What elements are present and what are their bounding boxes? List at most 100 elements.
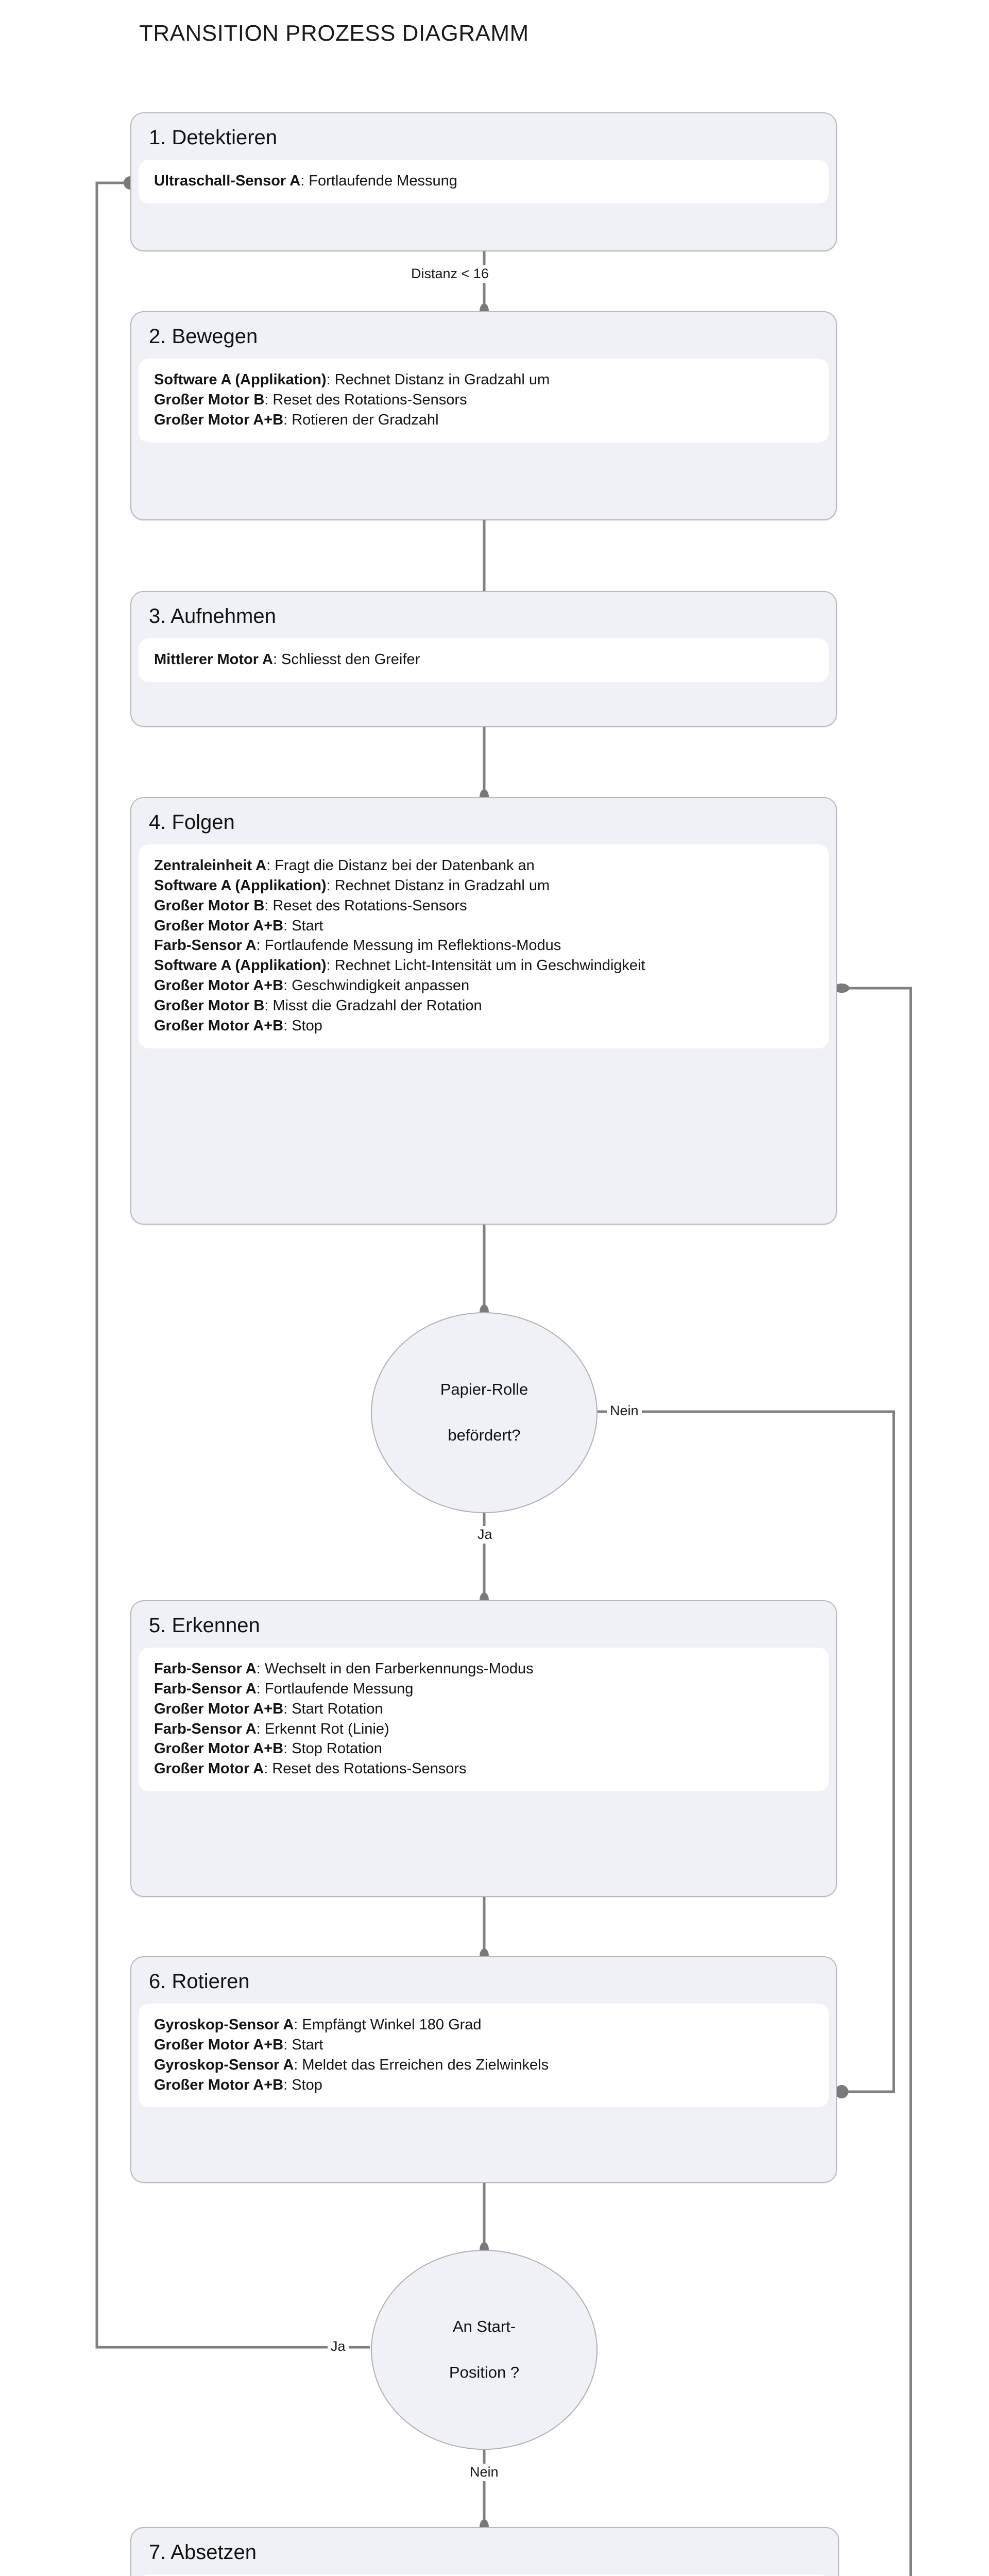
line-actor: Gyroskop-Sensor A	[154, 2016, 294, 2033]
decision-label: An Start- Position ?	[431, 2315, 538, 2385]
edge-label-decision1-nein: Nein	[607, 1402, 642, 1420]
line-action: : Rotieren der Gradzahl	[283, 411, 439, 428]
line-action: : Empfängt Winkel 180 Grad	[294, 2016, 482, 2033]
line-actor: Großer Motor B	[154, 897, 265, 914]
node-step-1[interactable]: 1. Detektieren Ultraschall-Sensor A: For…	[130, 112, 837, 251]
line-actor: Farb-Sensor A	[154, 937, 257, 954]
node-line: Ultraschall-Sensor A: Fortlaufende Messu…	[154, 171, 813, 191]
node-body: Farb-Sensor A: Wechselt in den Farberken…	[139, 1648, 829, 1792]
node-step-4[interactable]: 4. Folgen Zentraleinheit A: Fragt die Di…	[130, 797, 837, 1225]
line-action: : Rechnet Licht-Intensität um in Geschwi…	[326, 957, 645, 974]
node-line: Farb-Sensor A: Erkennt Rot (Linie)	[154, 1719, 813, 1739]
line-actor: Großer Motor A+B	[154, 1740, 284, 1757]
line-action: : Start	[283, 2036, 323, 2053]
node-step-2[interactable]: 2. Bewegen Software A (Applikation): Rec…	[130, 311, 837, 520]
node-line: Großer Motor B: Misst die Gradzahl der R…	[154, 996, 813, 1016]
decision-label-line2: Position ?	[449, 2363, 520, 2382]
node-title: 6. Rotieren	[149, 1970, 250, 1993]
line-action: : Misst die Gradzahl der Rotation	[264, 997, 482, 1014]
line-action: : Reset des Rotations-Sensors	[264, 897, 467, 914]
node-line: Großer Motor A+B: Geschwindigkeit anpass…	[154, 976, 813, 996]
decision-an-start-position[interactable]: An Start- Position ?	[371, 2250, 598, 2450]
node-line: Großer Motor A+B: Start Rotation	[154, 1699, 813, 1719]
node-body: Gyroskop-Sensor A: Empfängt Winkel 180 G…	[139, 2004, 829, 2108]
line-actor: Großer Motor A+B	[154, 2036, 284, 2053]
line-actor: Großer Motor A+B	[154, 2076, 284, 2093]
line-actor: Großer Motor A+B	[154, 1017, 284, 1034]
node-line: Farb-Sensor A: Wechselt in den Farberken…	[154, 1659, 813, 1679]
decision-label-line1: Papier-Rolle	[440, 1380, 528, 1398]
line-action: : Stop	[283, 2076, 322, 2093]
line-actor: Großer Motor B	[154, 391, 265, 408]
line-actor: Großer Motor A	[154, 1760, 264, 1777]
line-actor: Software A (Applikation)	[154, 957, 327, 974]
line-actor: Farb-Sensor A	[154, 1680, 257, 1697]
node-line: Großer Motor A+B: Start	[154, 916, 813, 936]
line-actor: Großer Motor A+B	[154, 917, 284, 934]
node-line: Software A (Applikation): Rechnet Distan…	[154, 876, 813, 896]
decision-label-line2: befördert?	[448, 1426, 521, 1445]
node-line: Gyroskop-Sensor A: Meldet das Erreichen …	[154, 2055, 813, 2075]
line-actor: Farb-Sensor A	[154, 1660, 257, 1677]
edge-label-decision2-ja: Ja	[328, 2338, 349, 2355]
line-actor: Farb-Sensor A	[154, 1720, 257, 1737]
line-actor: Mittlerer Motor A	[154, 651, 273, 668]
node-line: Großer Motor B: Reset des Rotations-Sens…	[154, 896, 813, 916]
line-action: : Fortlaufende Messung	[256, 1680, 414, 1697]
edge-label-decision2-nein: Nein	[467, 2464, 502, 2481]
decision-papier-rolle[interactable]: Papier-Rolle befördert?	[371, 1312, 598, 1513]
node-line: Großer Motor A+B: Stop	[154, 1016, 813, 1036]
decision-label: Papier-Rolle befördert?	[422, 1378, 547, 1448]
line-action: : Rechnet Distanz in Gradzahl um	[326, 371, 550, 388]
page-title: TRANSITION PROZESS DIAGRAMM	[139, 21, 529, 46]
line-action: : Stop Rotation	[283, 1740, 382, 1757]
node-line: Farb-Sensor A: Fortlaufende Messung im R…	[154, 936, 813, 956]
node-step-6[interactable]: 6. Rotieren Gyroskop-Sensor A: Empfängt …	[130, 1956, 837, 2183]
node-body: Mittlerer Motor A: Schliesst den Greifer	[139, 638, 829, 682]
node-line: Farb-Sensor A: Fortlaufende Messung	[154, 1679, 813, 1699]
node-title: 5. Erkennen	[149, 1614, 260, 1637]
node-title: 2. Bewegen	[149, 325, 258, 348]
edge-step7-step4-loop	[845, 987, 912, 2576]
line-action: : Meldet das Erreichen des Zielwinkels	[294, 2056, 549, 2073]
line-action: : Schliesst den Greifer	[272, 651, 420, 668]
node-line: Software A (Applikation): Rechnet Distan…	[154, 370, 813, 390]
line-actor: Zentraleinheit A	[154, 857, 267, 874]
node-line: Zentraleinheit A: Fragt die Distanz bei …	[154, 856, 813, 876]
node-body: Zentraleinheit A: Fragt die Distanz bei …	[139, 844, 829, 1048]
line-action: : Start	[283, 917, 323, 934]
line-action: : Reset des Rotations-Sensors	[264, 1760, 467, 1777]
line-actor: Ultraschall-Sensor A	[154, 173, 301, 189]
line-actor: Großer Motor A+B	[154, 977, 284, 994]
node-title: 1. Detektieren	[149, 126, 278, 149]
node-line: Mittlerer Motor A: Schliesst den Greifer	[154, 650, 813, 670]
node-step-7[interactable]: 7. Absetzen Mittlerer Motor A: Öffnet de…	[130, 2527, 839, 2576]
node-line: Großer Motor A: Reset des Rotations-Sens…	[154, 1759, 813, 1779]
line-action: : Fragt die Distanz bei der Datenbank an	[266, 857, 535, 874]
node-line: Großer Motor A+B: Start	[154, 2035, 813, 2055]
node-body: Software A (Applikation): Rechnet Distan…	[139, 359, 829, 443]
node-step-5[interactable]: 5. Erkennen Farb-Sensor A: Wechselt in d…	[130, 1600, 837, 1897]
node-line: Software A (Applikation): Rechnet Licht-…	[154, 956, 813, 976]
node-line: Großer Motor A+B: Rotieren der Gradzahl	[154, 410, 813, 430]
line-action: : Reset des Rotations-Sensors	[264, 391, 467, 408]
line-action: : Stop	[283, 1017, 322, 1034]
line-actor: Großer Motor A+B	[154, 1700, 284, 1717]
node-title: 4. Folgen	[149, 811, 235, 834]
node-title: 3. Aufnehmen	[149, 605, 276, 628]
node-line: Großer Motor A+B: Stop	[154, 2075, 813, 2095]
edge-label-distanz: Distanz < 16	[408, 265, 492, 283]
line-action: : Start Rotation	[283, 1700, 383, 1717]
line-actor: Großer Motor B	[154, 997, 265, 1014]
line-action: : Erkennt Rot (Linie)	[256, 1720, 389, 1737]
node-body: Ultraschall-Sensor A: Fortlaufende Messu…	[139, 160, 829, 204]
node-step-3[interactable]: 3. Aufnehmen Mittlerer Motor A: Schliess…	[130, 591, 837, 727]
line-actor: Software A (Applikation)	[154, 877, 327, 894]
line-action: : Rechnet Distanz in Gradzahl um	[326, 877, 550, 894]
line-action: : Fortlaufende Messung im Reflektions-Mo…	[256, 937, 561, 954]
line-action: : Fortlaufende Messung	[300, 173, 457, 189]
node-line: Großer Motor B: Reset des Rotations-Sens…	[154, 390, 813, 410]
node-line: Gyroskop-Sensor A: Empfängt Winkel 180 G…	[154, 2015, 813, 2035]
line-action: : Geschwindigkeit anpassen	[283, 977, 470, 994]
